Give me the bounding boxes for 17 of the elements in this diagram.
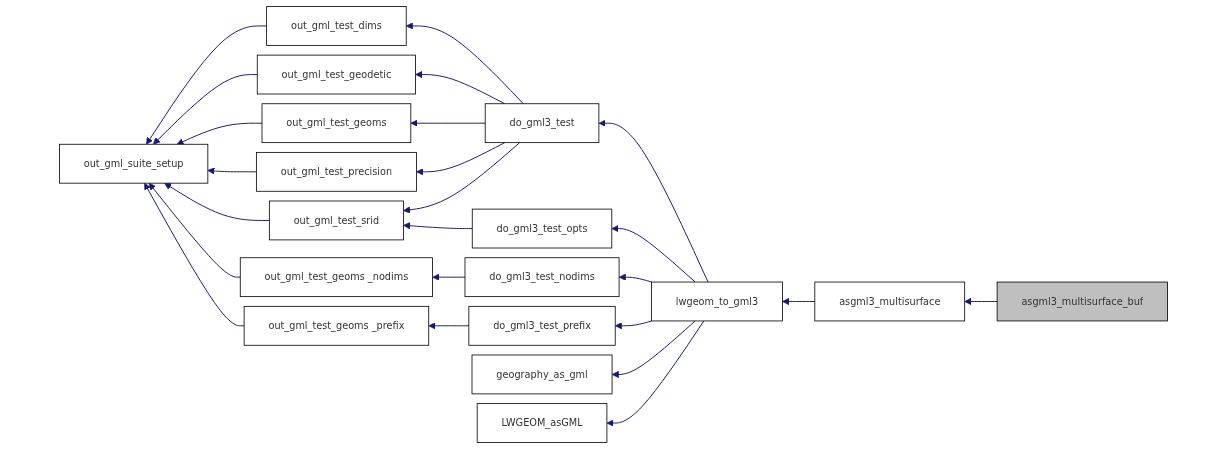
node-box: asgml3_multisurface_buf (996, 281, 1168, 322)
node-box: do_gml3_test_opts (471, 208, 613, 249)
node-box: LWGEOM_asGML (476, 403, 608, 443)
node-box: out_gml_test_geoms _nodims (239, 257, 433, 298)
node-box: do_gml3_test_nodims (464, 257, 620, 298)
node-box: asgml3_multisurface (814, 281, 966, 322)
node-box: out_gml_test_srid (268, 200, 404, 241)
node-box: geography_as_gml (471, 354, 613, 395)
node-box: out_gml_test_dims (266, 6, 407, 46)
node-box: out_gml_test_precision (256, 151, 417, 192)
node-box: do_gml3_test_prefix (468, 305, 616, 346)
node-box: out_gml_test_geoms (261, 103, 412, 144)
node-box: out_gml_test_geoms _prefix (243, 305, 430, 346)
node-box: out_gml_test_geodetic (256, 54, 416, 95)
node-box: do_gml3_test (484, 103, 600, 144)
node-box: lwgeom_to_gml3 (651, 281, 783, 322)
node-box: out_gml_suite_setup (59, 143, 209, 184)
